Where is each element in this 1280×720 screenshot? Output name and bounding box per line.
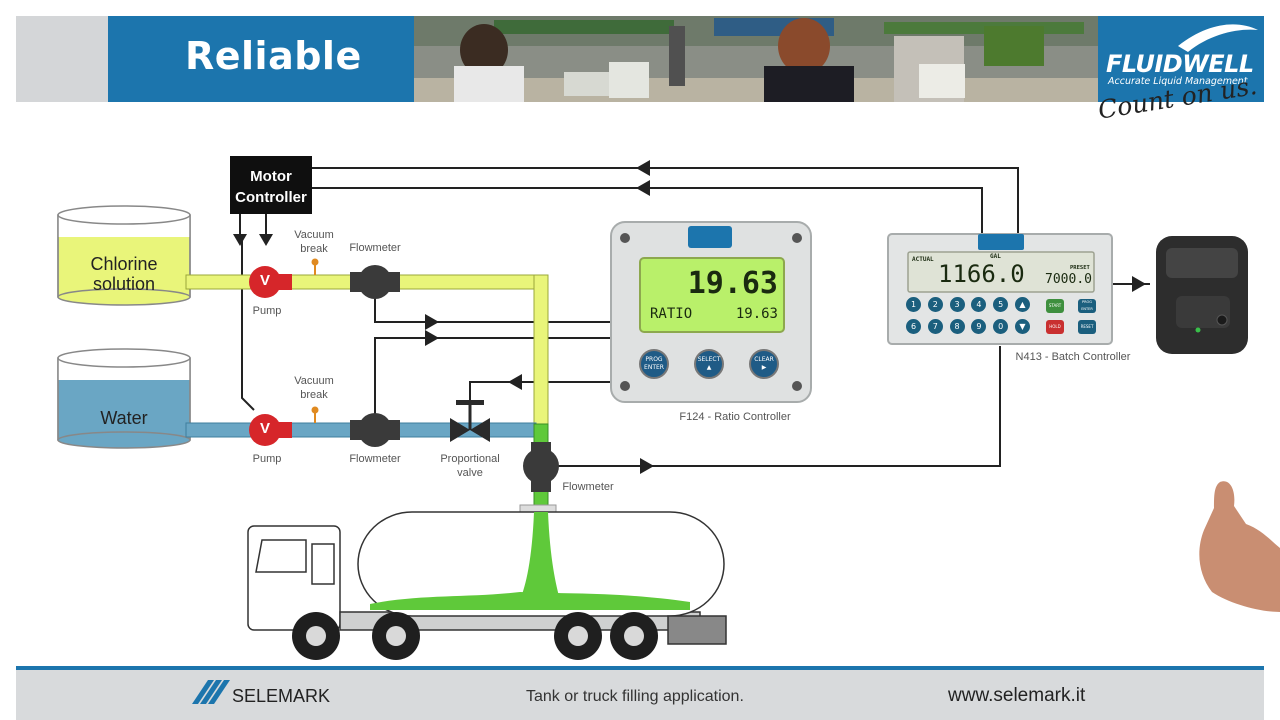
tanker-truck	[247, 511, 727, 645]
header-left-panel	[16, 16, 108, 102]
key-1[interactable]: 1	[906, 297, 921, 312]
key-9[interactable]: 9	[971, 319, 987, 334]
flowmeter-mixed	[523, 442, 559, 492]
brand-name: FLUIDWELL	[1106, 50, 1254, 78]
flowmeter-label-chlorine: Flowmeter	[349, 242, 401, 254]
signal-line-flowmeter-chlorine	[374, 294, 610, 323]
batch-unit-label: GAL	[990, 253, 1001, 260]
batch-hold-button[interactable]: HOLD	[1046, 320, 1064, 334]
vacuum-break-label-chlorine: Vacuum break	[294, 229, 334, 255]
chlorine-tank	[57, 205, 191, 306]
batch-preset-label: PRESET	[1070, 265, 1090, 271]
proportional-valve	[450, 400, 490, 442]
footer-brand: SELEMARK	[232, 686, 331, 706]
selemark-logo-icon	[192, 680, 230, 704]
batch-controller	[887, 233, 1113, 345]
truck-wheels	[292, 612, 658, 660]
batch-start-button[interactable]: START	[1046, 299, 1064, 313]
printer	[1156, 236, 1248, 354]
batch-controller-caption: N413 - Batch Controller	[1015, 351, 1131, 363]
signal-line-flowmeter-mixed	[556, 346, 1001, 467]
chlorine-pipe	[185, 274, 549, 426]
right-arrow-icon: ▶	[761, 364, 767, 371]
batch-keypad-row1: 1 2 3 4 5 ▲	[906, 297, 1030, 312]
vacuum-break-label-water: Vacuum break	[294, 375, 334, 401]
key-5[interactable]: 5	[993, 297, 1009, 312]
footer-divider	[16, 666, 1264, 670]
key-0[interactable]: 0	[993, 319, 1009, 334]
motor-controller-label: Motor Controller	[235, 168, 307, 206]
chlorine-tank-label: Chlorine solution	[90, 254, 158, 294]
header-photo	[414, 16, 1098, 102]
key-down-icon[interactable]: ▼	[1014, 319, 1030, 334]
batch-actual-value: 1166.0	[938, 260, 1025, 288]
key-8[interactable]: 8	[949, 319, 965, 334]
footer-bar	[16, 670, 1264, 720]
key-7[interactable]: 7	[927, 319, 943, 334]
batch-reset-button[interactable]: RESET	[1078, 320, 1096, 334]
motor-controller-box	[230, 156, 312, 214]
water-pump	[249, 414, 292, 446]
ratio-secondary-label: RATIO	[650, 306, 693, 322]
key-4[interactable]: 4	[971, 297, 987, 312]
signal-line-motor-to-water-pump	[241, 236, 255, 411]
ratio-prog-button[interactable]: PROG ENTER	[640, 356, 668, 372]
flowmeter-chlorine	[350, 265, 400, 299]
water-tank-label: Water	[100, 408, 148, 428]
up-arrow-icon: ▲	[706, 364, 712, 371]
key-2[interactable]: 2	[927, 297, 943, 312]
flowmeter-label-water: Flowmeter	[349, 453, 401, 465]
proportional-valve-label: Proportional valve	[440, 453, 500, 479]
signal-line-batch-to-motor-1	[270, 167, 1019, 234]
footer-url[interactable]: www.selemark.it	[948, 685, 1086, 706]
ratio-main-value: 19.63	[687, 266, 778, 301]
key-3[interactable]: 3	[949, 297, 965, 312]
ratio-select-button[interactable]: SELECT ▲	[695, 356, 723, 372]
ratio-secondary-value: 19.63	[735, 306, 778, 322]
batch-preset-value: 7000.0	[1045, 272, 1092, 287]
signal-line-valve	[469, 381, 610, 402]
select-label: SELECT	[697, 356, 721, 363]
ratio-controller-caption: F124 - Ratio Controller	[679, 411, 791, 423]
pointing-hand-icon	[1199, 481, 1280, 612]
clear-label: CLEAR	[754, 356, 774, 363]
logo-swoosh-icon	[1178, 24, 1258, 52]
footer-caption: Tank or truck filling application.	[526, 688, 744, 705]
chlorine-pump	[249, 266, 292, 298]
key-up-icon[interactable]: ▲	[1014, 297, 1030, 312]
water-pump-label: Pump	[252, 453, 282, 465]
batch-actual-label: ACTUAL	[912, 256, 934, 263]
flowmeter-water	[350, 413, 400, 447]
prog-label: PROG	[645, 356, 663, 363]
chlorine-pump-label: Pump	[252, 305, 282, 317]
batch-prog-button[interactable]: PROG ENTER	[1078, 299, 1096, 313]
ratio-controller	[610, 221, 812, 403]
water-pump-symbol: V	[259, 420, 270, 437]
signal-line-batch-to-motor-2	[270, 187, 983, 234]
chlorine-pump-symbol: V	[259, 272, 270, 289]
page-title: Reliable	[185, 34, 362, 78]
flowmeter-label-mixed: Flowmeter	[562, 481, 614, 493]
water-tank	[57, 348, 191, 449]
enter-label: ENTER	[644, 364, 664, 371]
header-band	[108, 16, 414, 102]
brand-tagline: Accurate Liquid Management	[1108, 76, 1248, 87]
ratio-clear-button[interactable]: CLEAR ▶	[750, 356, 778, 372]
technicians-photo	[414, 16, 1098, 102]
batch-keypad-row2: 6 7 8 9 0 ▼	[906, 319, 1030, 334]
key-6[interactable]: 6	[906, 319, 921, 334]
signal-line-flowmeter-water	[374, 337, 610, 414]
